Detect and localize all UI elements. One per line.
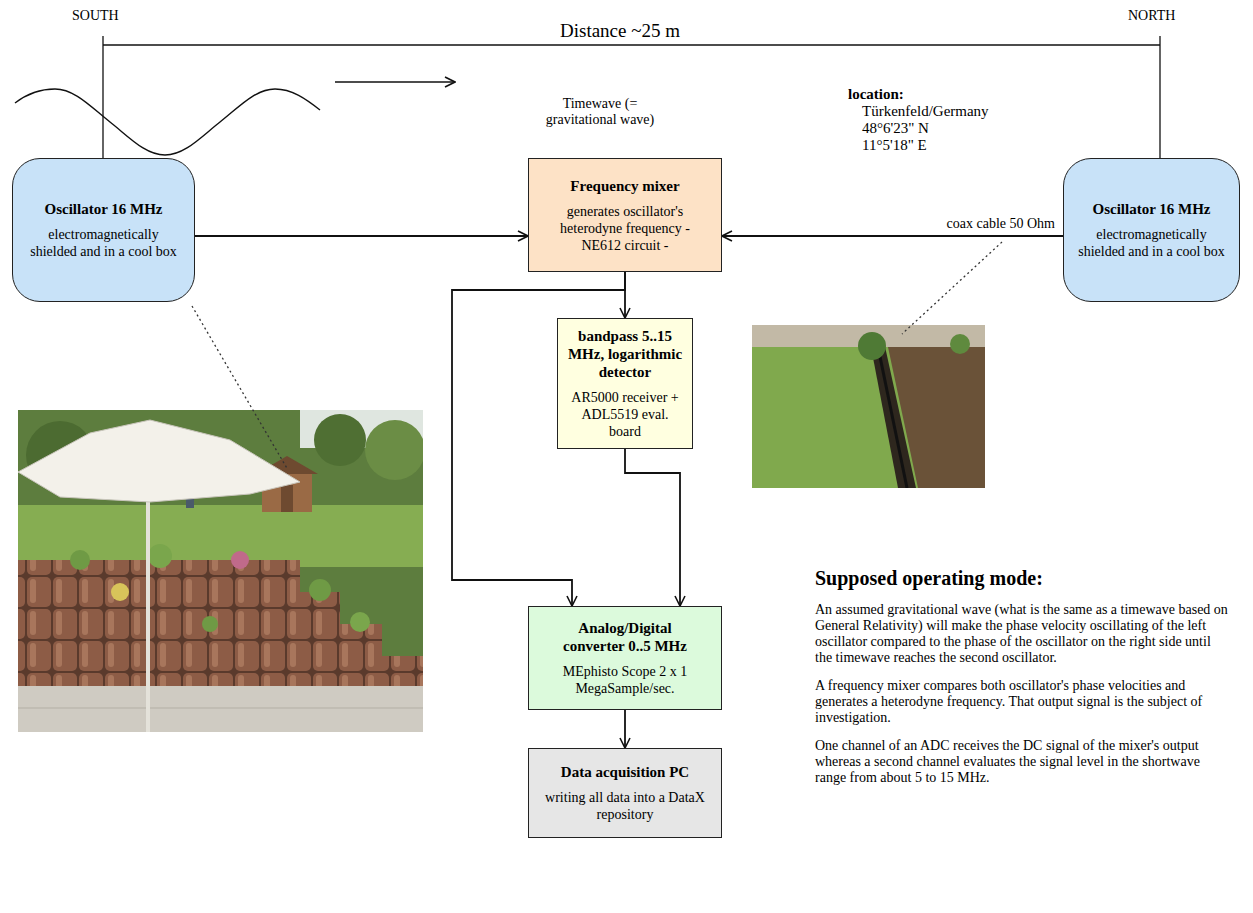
wave-curve <box>15 89 320 155</box>
paragraph: An assumed gravitational wave (what is t… <box>815 602 1230 666</box>
tick-line <box>102 36 103 158</box>
shed-door <box>281 485 293 512</box>
umbrella-canopy <box>18 420 300 502</box>
paragraph: One channel of an ADC receives the DC si… <box>815 738 1230 786</box>
signal-connector <box>722 235 1063 237</box>
plant <box>70 550 90 570</box>
bush <box>950 334 970 354</box>
text-column: Supposed operating mode: An assumed gravi… <box>815 566 1230 798</box>
compass-label: SOUTH <box>72 8 119 24</box>
trench <box>870 342 916 488</box>
box-body: electromagnetically shielded and in a co… <box>1076 226 1227 260</box>
tick-line <box>1159 36 1160 158</box>
tree <box>365 420 423 480</box>
plant <box>111 583 129 601</box>
location-heading: location: <box>848 86 904 103</box>
box-heading: Oscillator 16 MHz <box>44 200 162 218</box>
plant <box>350 612 370 632</box>
signal-connector <box>195 235 528 237</box>
plant <box>202 616 218 632</box>
trench-photo <box>752 325 985 488</box>
signal-connector <box>625 449 680 606</box>
box-heading: Data acquisition PC <box>561 763 689 781</box>
wave-label: Timewave (= gravitational wave) <box>526 96 674 128</box>
garden-photo <box>18 410 423 732</box>
leader-line <box>192 306 288 470</box>
box-body: writing all data into a DataX repository <box>543 789 707 823</box>
box-heading: Analog/Digital converter 0..5 MHz <box>551 619 699 655</box>
terrace-row <box>18 624 382 656</box>
lawn <box>752 325 985 488</box>
box-body: MEphisto Scope 2 x 1 MegaSample/sec. <box>551 663 699 697</box>
box-body: electromagnetically shielded and in a co… <box>27 226 180 260</box>
box-heading: bandpass 5..15 MHz, logarithmic detector <box>564 327 686 381</box>
compass-label: NORTH <box>1128 8 1175 24</box>
receiver-box: bandpass 5..15 MHz, logarithmic detector… <box>557 318 693 449</box>
oscillator-box: Oscillator 16 MHz electromagnetically shi… <box>1063 158 1240 302</box>
terrace-row <box>18 656 423 686</box>
bush <box>858 332 886 360</box>
plant <box>231 551 249 569</box>
pc-box: Data acquisition PC writing all data into… <box>528 748 722 838</box>
dimension-label: Distance ~25 m <box>540 20 700 42</box>
plant <box>148 544 172 568</box>
direction-arrow <box>335 81 455 82</box>
leader-line <box>902 242 1002 334</box>
location-text: Türkenfeld/Germany <box>862 103 989 120</box>
box-body: AR5000 receiver + ADL5519 eval. board <box>564 389 686 440</box>
coordinate: 48°6'23" N <box>862 120 929 137</box>
oscillator-box: Oscillator 16 MHz electromagnetically shi… <box>12 158 195 302</box>
terrace-row <box>18 592 340 624</box>
coordinate: 11°5'18" E <box>862 137 927 154</box>
section-heading: Supposed operating mode: <box>815 566 1230 590</box>
paragraph: A frequency mixer compares both oscillat… <box>815 678 1230 726</box>
cable-label: coax cable 50 Ohm <box>945 216 1057 232</box>
box-body: generates oscillator's heterodyne freque… <box>543 203 707 254</box>
paving-joint <box>18 708 423 709</box>
adc-box: Analog/Digital converter 0..5 MHzMEphist… <box>528 606 722 710</box>
hedge <box>18 410 423 732</box>
mixer-box: Frequency mixer generates oscillator's he… <box>528 158 722 272</box>
tree <box>314 414 366 466</box>
umbrella-pole <box>146 495 150 732</box>
box-heading: Frequency mixer <box>570 177 679 195</box>
dimension-line <box>103 44 1160 45</box>
plant <box>309 579 331 601</box>
signal-connector <box>624 710 626 748</box>
cable-pipe <box>877 342 907 488</box>
box-heading: Oscillator 16 MHz <box>1092 200 1210 218</box>
paving <box>18 686 423 732</box>
